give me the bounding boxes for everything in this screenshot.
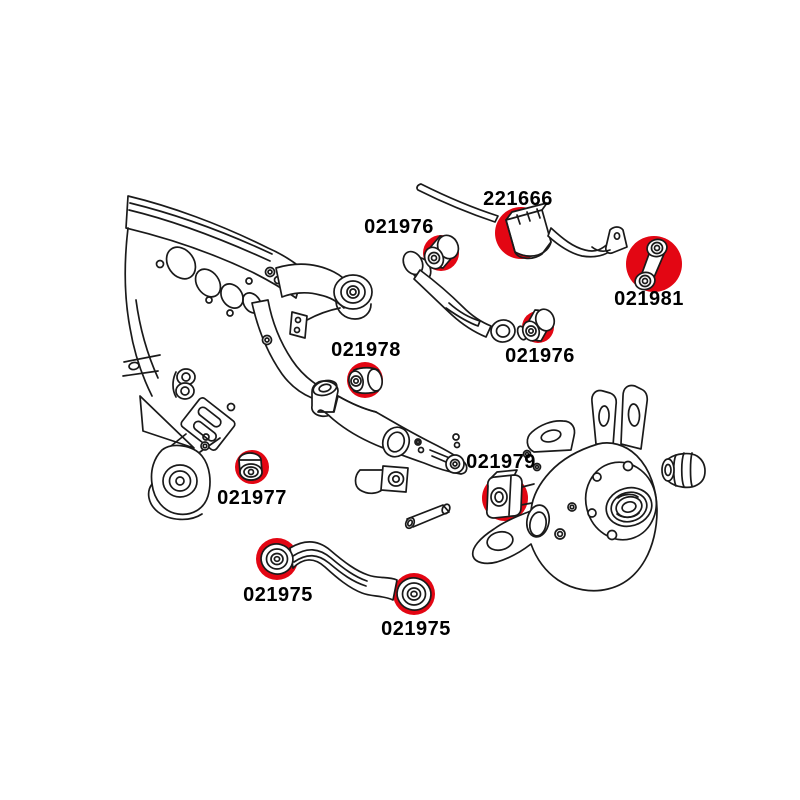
toe-arm-outer-eye <box>260 543 294 575</box>
part-label-toe-arm-inner-bushing: 021975 <box>381 618 451 640</box>
hub-flange <box>584 460 658 541</box>
trailing-arm-art <box>311 366 468 495</box>
drop-link-art <box>634 238 668 291</box>
upper-arm-art <box>402 234 556 343</box>
part-label-knuckle-bushing: 021979 <box>466 451 536 473</box>
subframe-art <box>122 195 373 521</box>
part-label-upper-arm-front-bushing: 021976 <box>364 216 434 238</box>
part-label-toe-arm-outer-bushing: 021975 <box>243 584 313 606</box>
part-label-trailing-arm-front-bushing: 021978 <box>331 339 401 361</box>
knuckle-hub-art <box>471 384 706 592</box>
ribbed-bushing-art <box>661 452 706 489</box>
label-layer: 221666 021976 021981 021976 021978 021977 0219… <box>217 188 684 640</box>
part-label-anti-roll-bar-drop-link: 021981 <box>614 288 684 310</box>
anti-roll-bar-art <box>416 183 628 260</box>
pivot-bushing-021977-art <box>238 452 263 481</box>
toe-arm-art <box>260 541 432 611</box>
subframe-bushing-eye <box>333 274 373 320</box>
knuckle-bushing-block <box>485 469 523 519</box>
part-label-anti-roll-bar-center-bushing: 221666 <box>483 188 553 210</box>
artwork-layer <box>122 183 706 611</box>
part-label-upper-arm-rear-bushing: 021976 <box>505 345 575 367</box>
toe-arm-inner-eye <box>396 577 432 611</box>
part-label-lower-arm-front-bushing: 021977 <box>217 487 287 509</box>
sleeve-tube-art <box>404 503 451 530</box>
